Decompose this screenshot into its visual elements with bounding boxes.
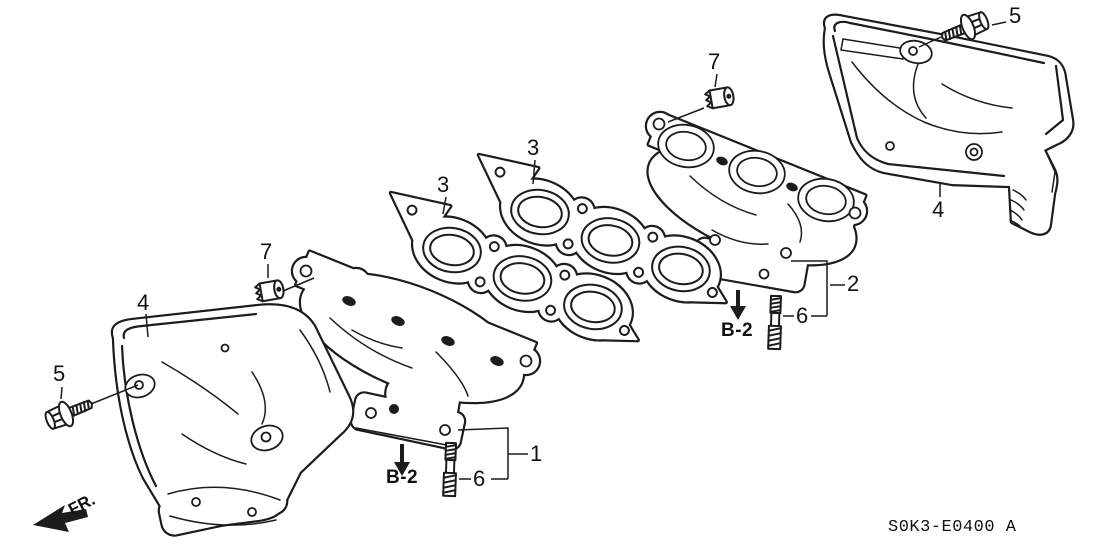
exhaust-manifold-rear <box>633 113 871 292</box>
b2-arrow-front <box>394 444 410 476</box>
fr-direction-arrow <box>33 505 88 532</box>
callout-7-front: 7 <box>260 239 273 264</box>
self-lock-nut-rear <box>703 85 736 111</box>
b2-arrow-rear <box>730 290 746 320</box>
self-lock-nut-front <box>253 278 286 304</box>
callout-4-rear: 4 <box>932 197 945 222</box>
callout-5-rear: 5 <box>1009 3 1022 28</box>
callout-3-front: 3 <box>437 172 450 197</box>
callout-4-front: 4 <box>137 290 150 315</box>
leader-lines <box>60 21 1007 480</box>
callout-7-rear: 7 <box>708 49 721 74</box>
stud-bolt-rear <box>767 294 783 351</box>
heat-shield-rear <box>825 16 1073 234</box>
callout-3-rear: 3 <box>527 135 540 160</box>
stud-bolt-front <box>442 441 458 498</box>
callout-5-front: 5 <box>53 361 66 386</box>
b2-reference-rear: B-2 <box>721 320 754 341</box>
callout-2: 2 <box>847 271 860 296</box>
b2-reference-front: B-2 <box>386 467 419 488</box>
callout-6-front: 6 <box>473 466 486 491</box>
callout-1: 1 <box>530 441 543 466</box>
heat-shield-front <box>113 305 352 536</box>
flange-bolt-front <box>41 390 98 435</box>
exhaust-manifold-front <box>284 247 540 450</box>
callout-6-rear: 6 <box>796 303 809 328</box>
diagram-part-code: S0K3-E0400 A <box>888 518 1017 537</box>
